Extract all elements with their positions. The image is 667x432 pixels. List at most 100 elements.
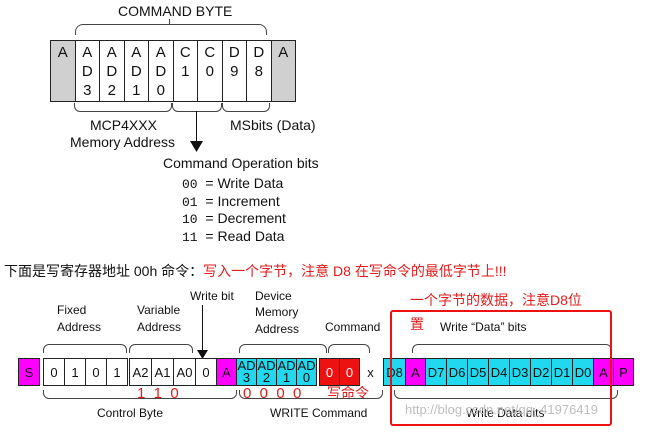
control-bit-cell: A2	[129, 358, 152, 386]
command-bits-brace	[172, 103, 222, 112]
control-bit-cell: 0	[43, 358, 65, 386]
cell-glyph: AD	[297, 358, 316, 373]
data-bit-cell: D4	[488, 358, 510, 386]
red-digits-variable: 1 1 0	[137, 385, 179, 402]
fixed-address-label-1: Fixed	[57, 303, 87, 317]
variable-address-label-2: Address	[137, 320, 182, 334]
bit-glyph: D	[130, 63, 142, 80]
command-operation-item: 00 = Write Data	[182, 175, 283, 192]
data-bit-cell: D7	[425, 358, 447, 386]
command-byte-bit-cell: A	[50, 40, 76, 102]
cell-glyph: AD	[237, 358, 256, 373]
command-byte-brace	[75, 24, 267, 35]
control-bit-cell: 0	[195, 358, 217, 386]
data-bit-cell: D5	[467, 358, 489, 386]
red-note-line2: 置	[410, 316, 424, 332]
bit-glyph: 1	[132, 82, 141, 99]
note-red-text: 写入一个字节，注意 D8 在写命令的最低字节上!!!	[203, 263, 507, 279]
control-bit-cell: 1	[106, 358, 128, 386]
ack-cell: A	[405, 358, 426, 386]
data-bit-cell: D2	[530, 358, 552, 386]
bit-glyph: 9	[230, 63, 239, 80]
command-operation-item: 11 = Read Data	[182, 228, 284, 245]
command-operation-item: 10 = Decrement	[182, 210, 286, 227]
ack-cell: A	[216, 358, 237, 386]
command-byte-title: COMMAND BYTE	[118, 3, 233, 19]
command-byte-bit-cell: A	[270, 40, 296, 102]
data-bit-cell: D1	[551, 358, 573, 386]
msbits-brace	[222, 103, 270, 112]
control-byte-label: Control Byte	[97, 406, 164, 420]
watermark: http://blog.csdn.net/qq_41976419	[405, 402, 598, 417]
bit-glyph: A	[106, 44, 117, 61]
red-note-line1: 一个字节的数据，注意D8位	[410, 292, 582, 308]
command-text: = Write Data	[205, 175, 284, 191]
device-memory-address-3: Address	[255, 322, 300, 336]
cell-glyph: 1	[282, 370, 291, 385]
command-code: 00	[182, 177, 206, 192]
bit-glyph: 1	[181, 63, 190, 80]
command-code: 10	[182, 212, 206, 227]
control-bit-cell: 1	[64, 358, 86, 386]
bit-glyph: C	[179, 44, 191, 61]
write-command-label: WRITE Command	[270, 406, 368, 420]
cell-glyph: AD	[257, 358, 276, 373]
red-digits-addr: 0 0 0 0	[243, 385, 302, 402]
command-code: 11	[182, 229, 206, 245]
command-bit-cell: 0	[339, 358, 360, 386]
down-arrow-icon	[196, 111, 197, 145]
note-black-text: 下面是写寄存器地址 00h 命令：	[4, 263, 204, 279]
control-bit-cell: A1	[151, 358, 174, 386]
control-bit-cell: 0	[85, 358, 107, 386]
command-bit-cell: 0	[319, 358, 340, 386]
bit-glyph: A	[57, 44, 68, 61]
bit-glyph: 3	[83, 82, 92, 99]
cell-glyph: 3	[242, 370, 251, 385]
address-label-line2: Memory Address	[70, 134, 176, 150]
cell-glyph: 0	[302, 370, 311, 385]
bit-glyph: A	[278, 44, 289, 61]
bit-glyph: A	[155, 44, 166, 61]
bit-glyph: 8	[254, 63, 263, 80]
msbits-label: MSbits (Data)	[230, 117, 316, 133]
arrow-head-icon	[190, 141, 203, 152]
chinese-note: 下面是写寄存器地址 00h 命令：写入一个字节，注意 D8 在写命令的最低字节上…	[4, 264, 506, 278]
bit-glyph: 0	[205, 63, 214, 80]
bit-glyph: D	[228, 44, 240, 61]
bit-glyph: C	[204, 44, 216, 61]
data-bit-cell: D3	[509, 358, 531, 386]
start-bit-cell: S	[18, 358, 40, 386]
write-command-red: 写命令	[327, 385, 369, 401]
command-operation-item: 01 = Increment	[182, 193, 280, 210]
device-memory-address-2: Memory	[255, 305, 299, 319]
stop-bit-cell: P	[613, 358, 634, 386]
command-text: = Decrement	[205, 210, 286, 226]
cell-glyph: AD	[277, 358, 296, 373]
bit-glyph: D	[106, 63, 118, 80]
command-code: 01	[182, 194, 206, 210]
variable-address-label-1: Variable	[137, 303, 181, 317]
device-memory-address-1: Device	[255, 289, 292, 303]
command-operation-title: Command Operation bits	[163, 155, 319, 171]
bit-glyph: D	[155, 63, 167, 80]
bit-glyph: 2	[107, 82, 116, 99]
fixed-address-label-2: Address	[57, 320, 102, 334]
control-bit-cell: A0	[173, 358, 196, 386]
write-bit-label: Write bit	[190, 289, 234, 303]
bit-glyph: A	[131, 44, 142, 61]
dont-care-cell: x	[367, 364, 374, 380]
write-data-bits-top-label: Write “Data” bits	[440, 320, 527, 334]
data-byte-highlight-frame	[390, 310, 612, 426]
command-text: = Read Data	[205, 227, 285, 244]
